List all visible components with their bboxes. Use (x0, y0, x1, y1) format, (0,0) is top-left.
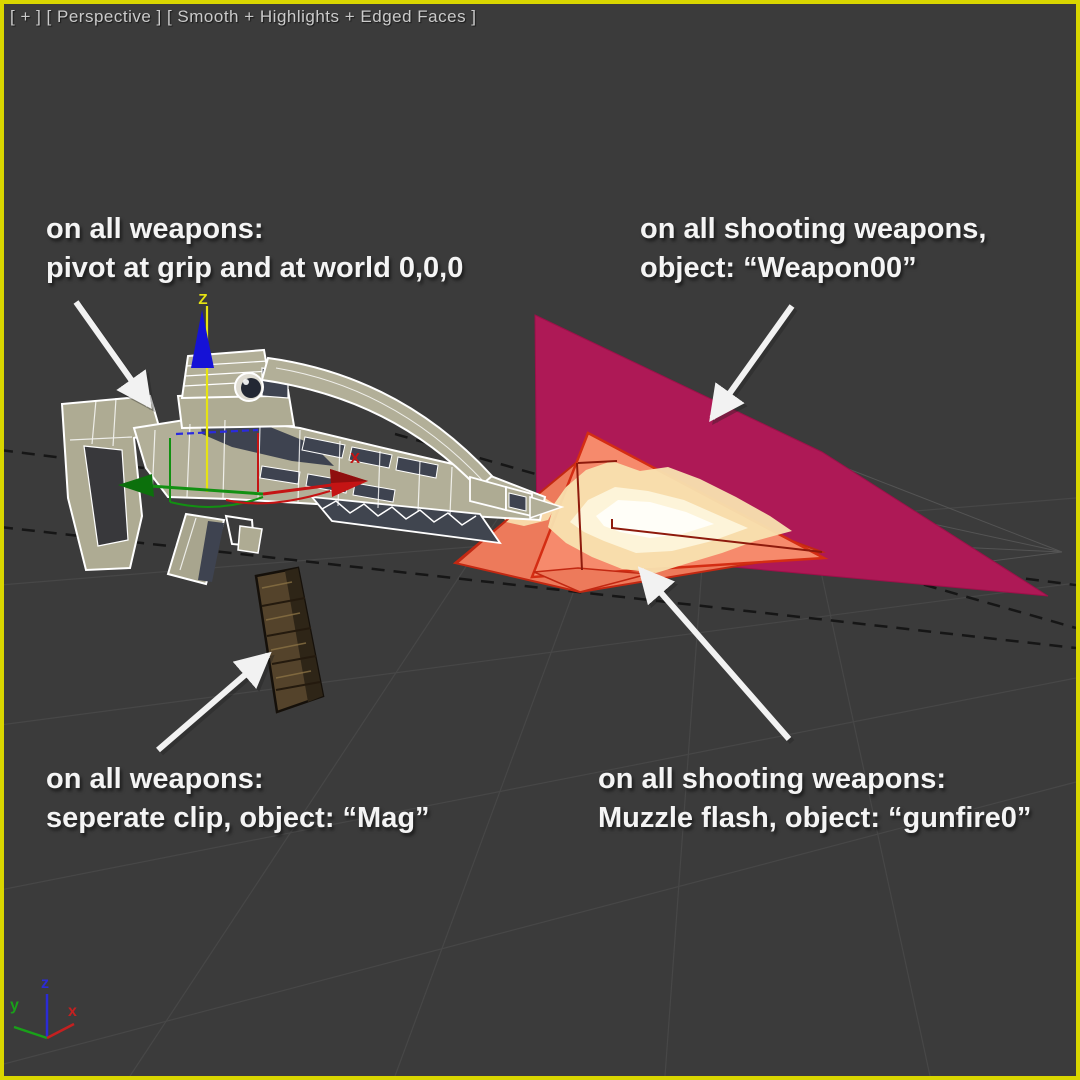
arrow-to-pivot (73, 300, 152, 410)
gizmo-x-axis[interactable] (262, 483, 333, 496)
world-axis-tripod: z y x (10, 975, 77, 1040)
flame-core (596, 500, 714, 538)
annotation-pivot-line1: on all weapons: (46, 213, 264, 245)
weapon-arc-rail-line (275, 367, 485, 483)
annotation-gunfire-line1: on all shooting weapons: (598, 763, 946, 795)
gizmo-green-arc[interactable] (169, 496, 264, 508)
weapon-underbarrel-serration (321, 500, 477, 526)
arrow-to-gunfire0 (637, 566, 792, 741)
gizmo-x-label: X (350, 450, 360, 467)
annotation-gunfire: on all shooting weapons: Muzzle flash, o… (598, 760, 1031, 838)
weapon-muzzle-dark (508, 492, 527, 512)
annotation-mag-line1: on all weapons: (46, 763, 264, 795)
arrow-to-weapon00 (709, 304, 795, 422)
gizmo-y-axis[interactable] (149, 484, 264, 496)
weapon-grip-dark (198, 521, 224, 582)
viewport-label-menu[interactable]: [ + ] [ Perspective ] [ Smooth + Highlig… (10, 7, 477, 26)
weapon-vents (259, 436, 439, 503)
weapon-foregrip (237, 525, 263, 554)
gunfire0-muzzle-flash[interactable] (452, 431, 829, 594)
annotation-pivot-line2: pivot at grip and at world 0,0,0 (46, 252, 464, 284)
annotation-weapon00-line1: on all shooting weapons, (640, 213, 987, 245)
mag-ribs (261, 597, 321, 691)
weapon-scope-lens-highlight (243, 379, 249, 385)
gizmo-red-arc[interactable] (225, 490, 331, 505)
weapon-stock-hole (83, 445, 129, 547)
weapon-muzzle-cone (529, 495, 565, 520)
mag-highlights (261, 581, 312, 679)
arrow-to-mag (156, 651, 272, 753)
mag-side-stripe (285, 568, 323, 702)
world-z-label: z (41, 975, 49, 992)
annotation-mag: on all weapons: seperate clip, object: “… (46, 760, 430, 838)
weapon-model[interactable] (60, 348, 565, 586)
gizmo-x-arrowhead-shade (330, 469, 368, 483)
world-y-label: y (10, 997, 19, 1014)
weapon-underbarrel (309, 495, 502, 545)
gizmo-z-arrowhead[interactable] (191, 310, 214, 368)
annotation-mag-line2: seperate clip, object: “Mag” (46, 802, 430, 834)
gizmo-z-label: Z (198, 291, 207, 308)
annotation-weapon00-line2: object: “Weapon00” (640, 252, 917, 284)
annotation-gunfire-line2: Muzzle flash, object: “gunfire0” (598, 802, 1032, 834)
world-x-label: x (68, 1003, 77, 1020)
world-x-axis (46, 1022, 75, 1040)
annotation-arrows (73, 300, 795, 753)
world-y-axis (13, 1025, 48, 1040)
transform-gizmo[interactable]: Z X (118, 291, 368, 508)
annotation-weapon00: on all shooting weapons, object: “Weapon… (640, 210, 986, 288)
annotation-pivot: on all weapons: pivot at grip and at wor… (46, 210, 463, 288)
gizmo-y-arrowhead[interactable] (118, 474, 154, 497)
weapon-dark-swoosh (200, 418, 334, 466)
gizmo-plane-handle-blue[interactable] (175, 428, 259, 436)
